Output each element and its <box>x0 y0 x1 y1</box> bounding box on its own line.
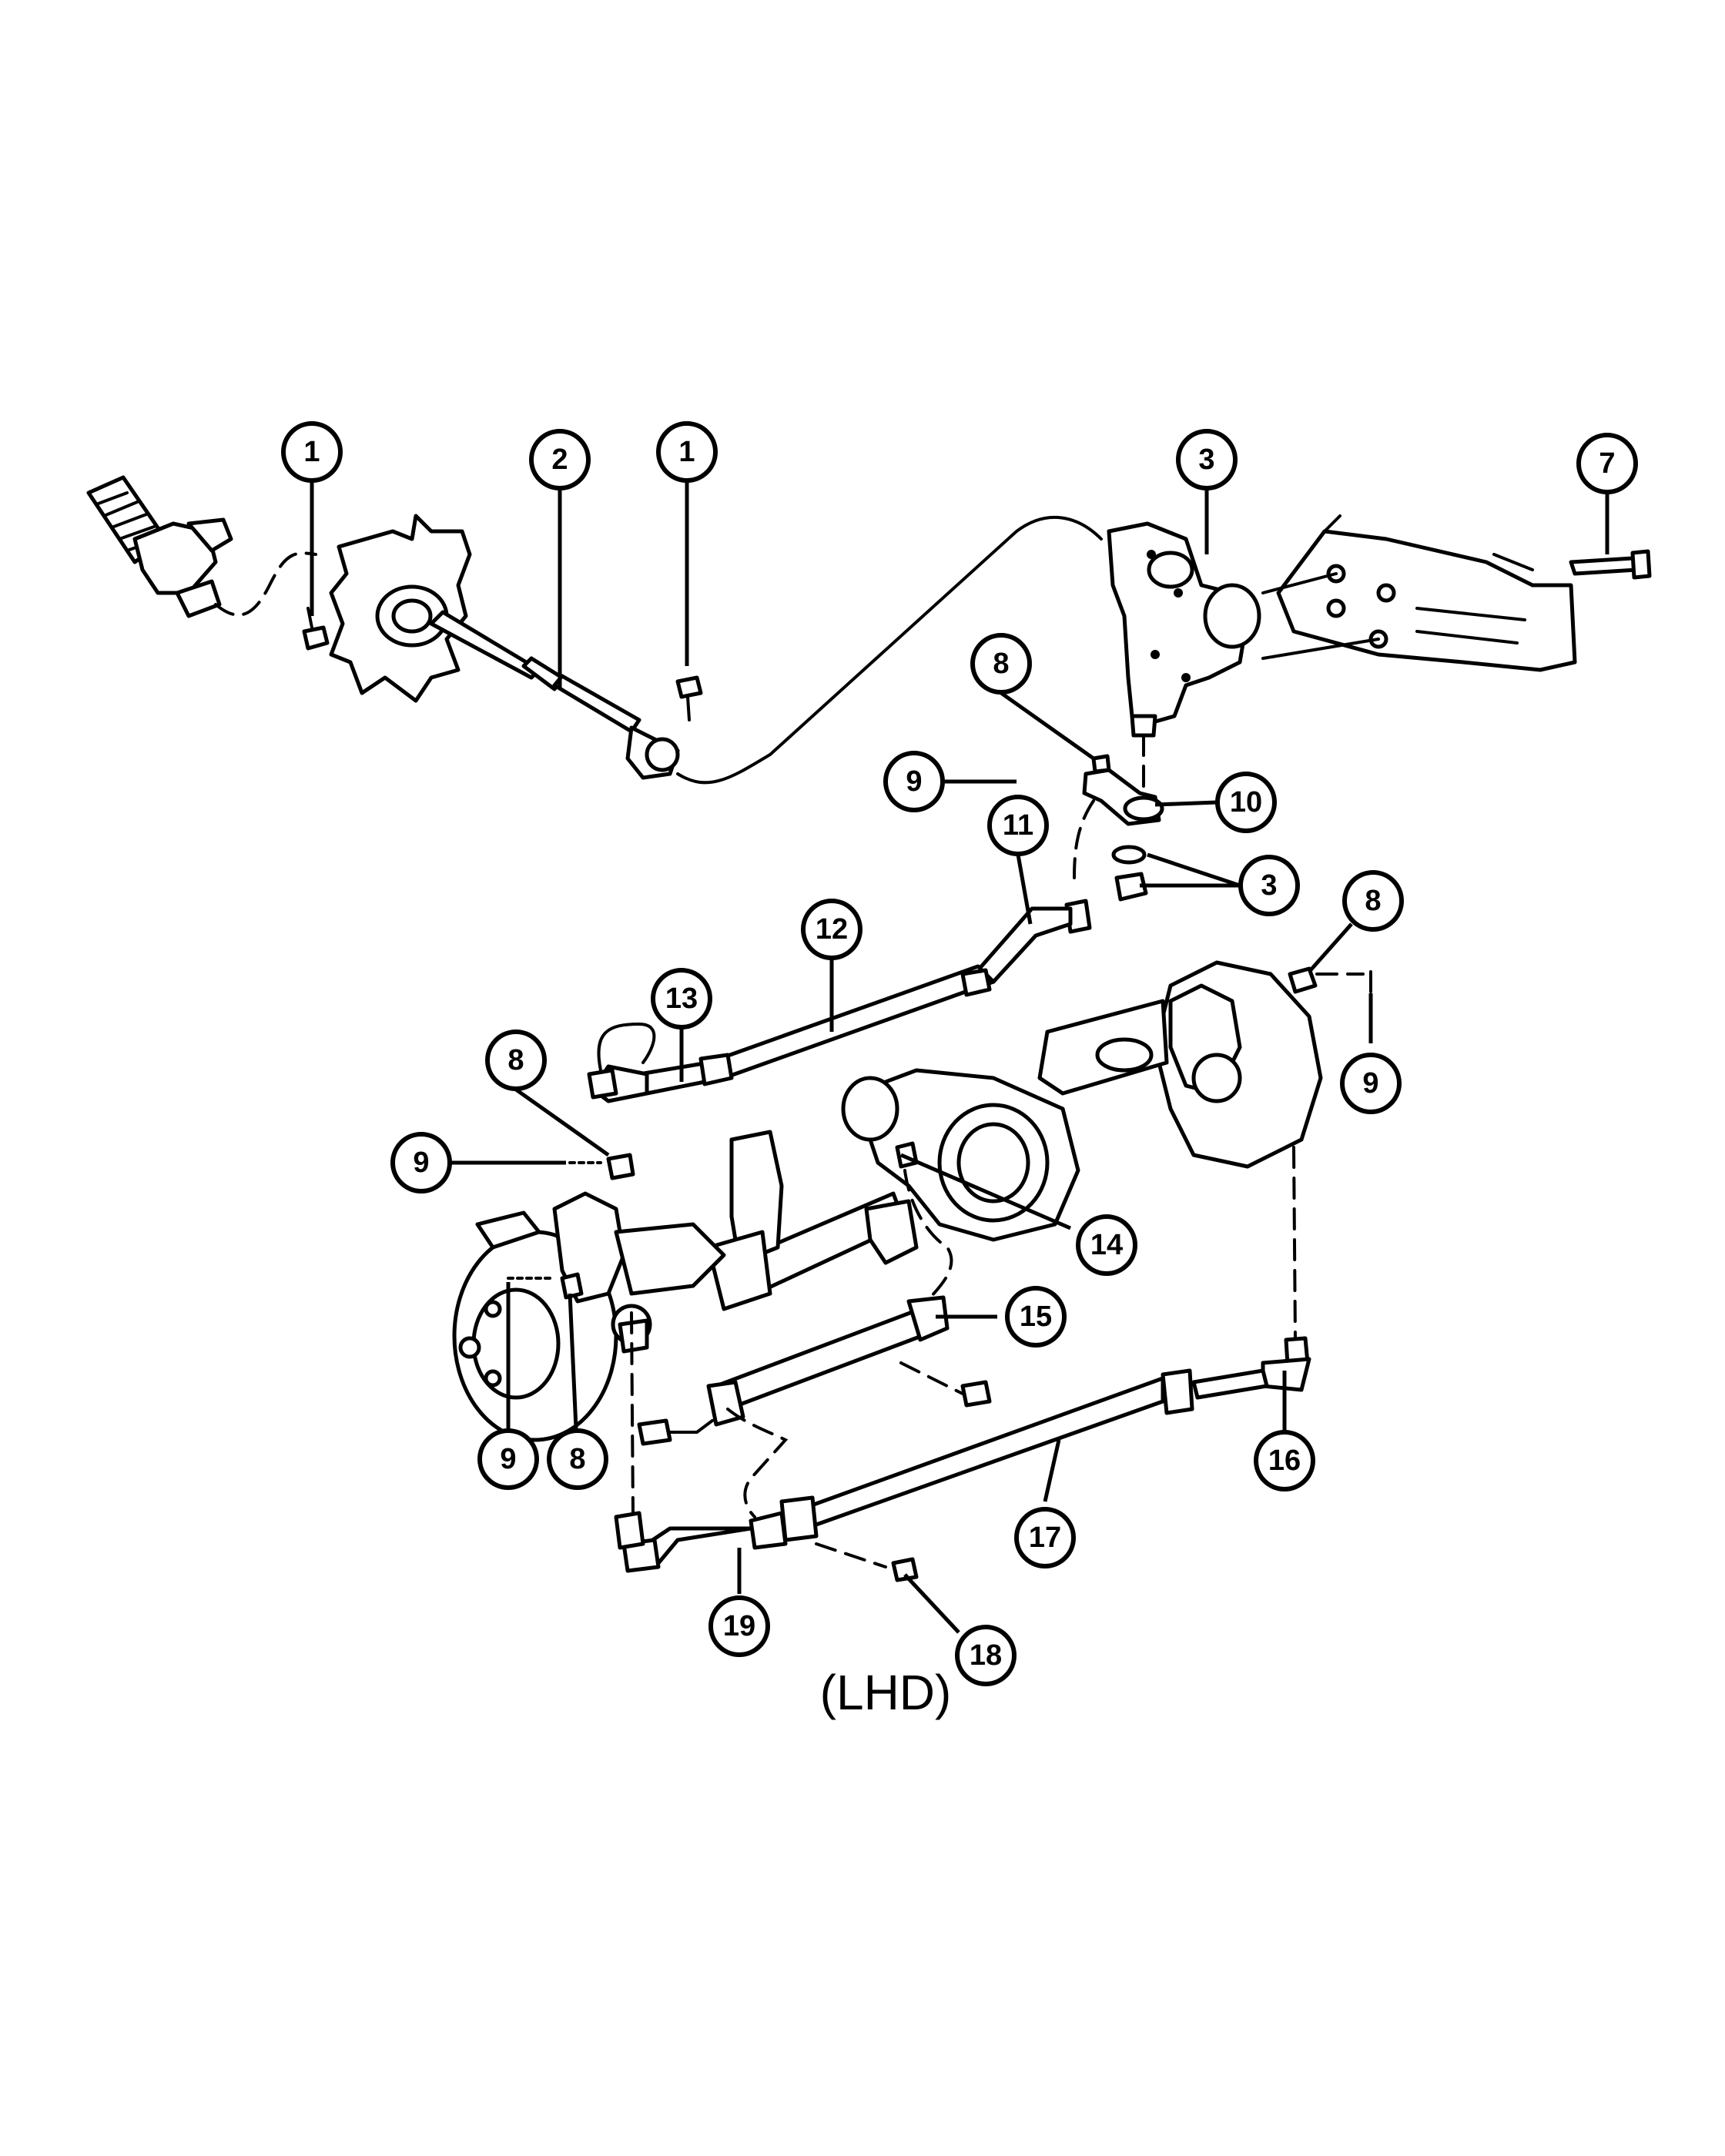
svg-text:1: 1 <box>678 436 695 468</box>
callout-8c[interactable]: 8 <box>1342 870 1404 932</box>
callout-8d[interactable]: 8 <box>547 1428 608 1490</box>
svg-text:7: 7 <box>1599 447 1615 480</box>
callout-8a[interactable]: 8 <box>970 633 1032 695</box>
callout-11[interactable]: 11 <box>987 795 1049 856</box>
svg-text:3: 3 <box>1261 869 1277 902</box>
callout-9d[interactable]: 9 <box>477 1428 539 1490</box>
svg-text:9: 9 <box>413 1147 429 1179</box>
steering-column-assembly <box>86 475 317 618</box>
bolt-1-right <box>675 675 703 721</box>
svg-text:9: 9 <box>500 1443 516 1475</box>
svg-text:3: 3 <box>1198 444 1214 476</box>
callout-leaders <box>310 481 1609 1634</box>
tie-rod <box>614 1146 1311 1582</box>
callout-9a[interactable]: 9 <box>883 751 945 812</box>
intermediate-shaft <box>429 515 1103 785</box>
steering-gear <box>1107 521 1261 738</box>
callout-12[interactable]: 12 <box>801 899 862 960</box>
nut-8-lower <box>507 1272 584 1300</box>
svg-text:8: 8 <box>993 648 1009 680</box>
bolt-1-left <box>302 607 330 651</box>
callout-14[interactable]: 14 <box>1076 1214 1137 1276</box>
svg-text:19: 19 <box>723 1610 755 1642</box>
svg-text:8: 8 <box>569 1443 585 1475</box>
svg-text:8: 8 <box>1365 885 1381 917</box>
callout-10[interactable]: 10 <box>1215 772 1277 833</box>
front-axle <box>452 960 1323 1442</box>
svg-text:9: 9 <box>906 765 922 798</box>
nut-8-upper-right <box>1288 966 1372 995</box>
svg-text:16: 16 <box>1268 1445 1301 1477</box>
callout-9b[interactable]: 9 <box>390 1132 452 1194</box>
svg-text:15: 15 <box>1020 1301 1052 1333</box>
callout-7[interactable]: 7 <box>1576 433 1638 494</box>
callout-3a[interactable]: 3 <box>1176 429 1238 490</box>
callout-16[interactable]: 16 <box>1254 1430 1315 1491</box>
svg-text:13: 13 <box>665 983 698 1015</box>
track-bar-bracket <box>864 1141 953 1311</box>
callout-3b[interactable]: 3 <box>1238 855 1300 916</box>
svg-text:1: 1 <box>303 436 320 468</box>
svg-text:14: 14 <box>1090 1229 1123 1261</box>
svg-text:9: 9 <box>1362 1067 1378 1100</box>
callout-1b[interactable]: 1 <box>656 421 718 483</box>
callout-1a[interactable]: 1 <box>281 421 343 483</box>
pitman-arm <box>1073 734 1164 902</box>
svg-text:2: 2 <box>551 444 568 476</box>
firewall-plate <box>329 514 472 703</box>
callout-17[interactable]: 17 <box>1014 1507 1076 1568</box>
steering-damper <box>637 1295 992 1518</box>
frame-rail <box>1261 514 1577 672</box>
svg-text:11: 11 <box>1003 809 1033 842</box>
callout-2[interactable]: 2 <box>529 429 591 490</box>
callout-9c[interactable]: 9 <box>1340 1053 1402 1114</box>
svg-text:17: 17 <box>1029 1522 1061 1554</box>
svg-text:18: 18 <box>970 1639 1002 1672</box>
drag-link <box>587 899 1092 1103</box>
callout-18[interactable]: 18 <box>955 1625 1017 1686</box>
nut-8-mid <box>568 1153 635 1180</box>
svg-text:10: 10 <box>1230 786 1262 819</box>
svg-text:8: 8 <box>507 1044 524 1076</box>
variant-label: (LHD) <box>820 1665 952 1720</box>
callout-13[interactable]: 13 <box>651 968 712 1029</box>
callout-19[interactable]: 19 <box>708 1595 770 1657</box>
bolt-7 <box>1569 549 1652 580</box>
callout-15[interactable]: 15 <box>1005 1286 1067 1348</box>
callout-8b[interactable]: 8 <box>485 1029 547 1091</box>
svg-text:12: 12 <box>816 913 848 946</box>
